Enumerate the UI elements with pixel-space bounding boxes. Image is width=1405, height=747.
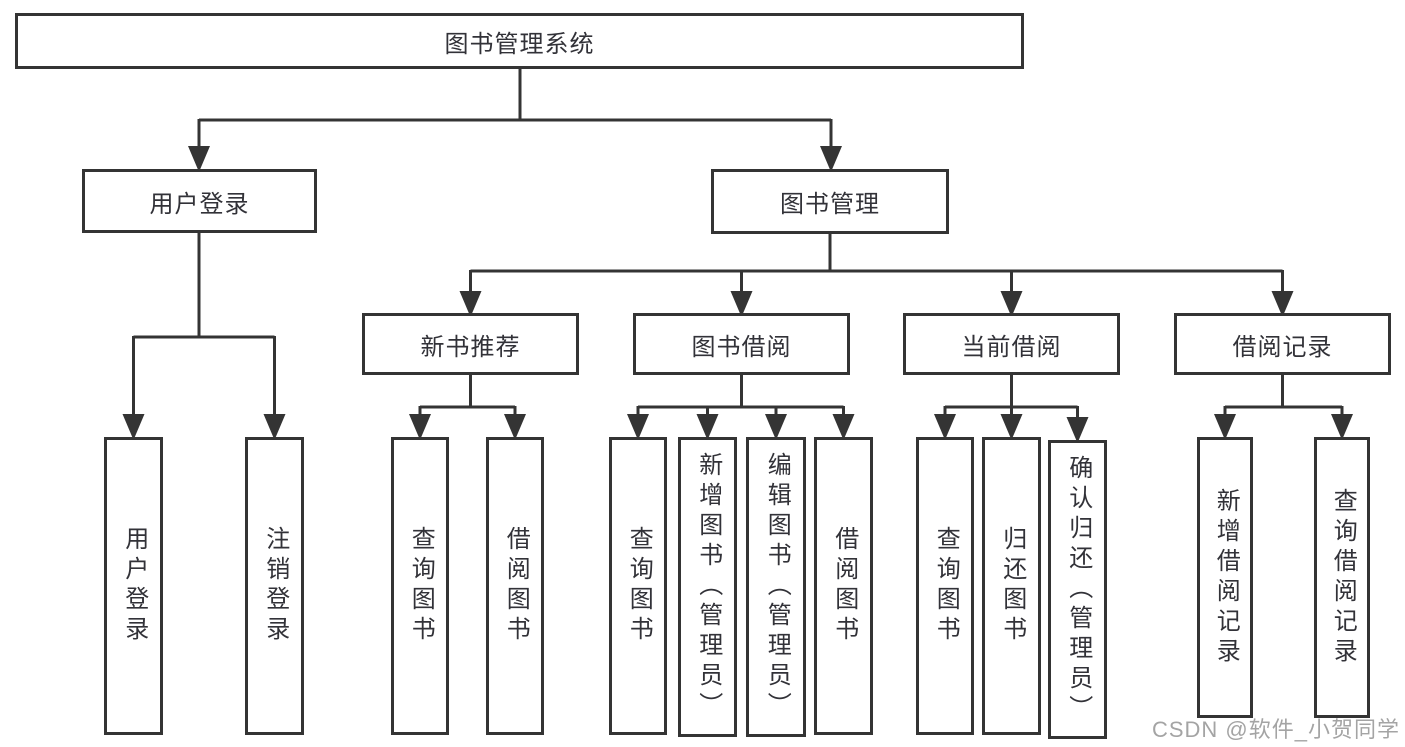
leaf-label: 归还图书: [998, 526, 1026, 646]
node-book-borrowing: 图书借阅: [633, 313, 850, 375]
arrowheads: [122, 146, 1353, 443]
leaf-edit-book-admin: 编辑图书（管理员）: [746, 437, 806, 737]
leaf-logout: 注销登录: [245, 437, 304, 735]
leaf-current-query-books: 查询图书: [916, 437, 974, 735]
leaf-newbook-query-books: 查询图书: [391, 437, 449, 735]
leaf-label: 编辑图书（管理员）: [763, 452, 791, 722]
leaf-borrowing-borrow-books: 借阅图书: [814, 437, 873, 735]
leaf-borrowing-query-books: 查询图书: [609, 437, 667, 735]
leaf-label: 查询图书: [625, 526, 653, 646]
leaf-label: 借阅图书: [830, 526, 858, 646]
leaf-label: 借阅图书: [502, 526, 530, 646]
leaf-newbook-borrow-books: 借阅图书: [486, 437, 544, 735]
leaf-confirm-return-admin: 确认归还（管理员）: [1048, 440, 1107, 739]
leaf-add-borrow-record: 新增借阅记录: [1197, 437, 1253, 718]
node-new-book-recommend: 新书推荐: [362, 313, 579, 375]
leaf-label: 确认归还（管理员）: [1064, 454, 1092, 725]
leaf-label: 查询借阅记录: [1329, 487, 1357, 668]
node-book-management: 图书管理: [711, 169, 949, 234]
leaf-label: 查询图书: [932, 526, 960, 646]
node-borrow-records: 借阅记录: [1174, 313, 1391, 375]
node-root-system: 图书管理系统: [15, 13, 1024, 69]
leaf-label: 新增图书（管理员）: [694, 452, 722, 722]
node-current-borrowing: 当前借阅: [903, 313, 1120, 375]
leaf-query-borrow-record: 查询借阅记录: [1314, 437, 1370, 718]
leaf-add-book-admin: 新增图书（管理员）: [678, 437, 737, 737]
node-user-login: 用户登录: [82, 169, 317, 233]
leaf-label: 用户登录: [120, 526, 148, 646]
leaf-label: 查询图书: [407, 526, 435, 646]
leaf-user-login: 用户登录: [104, 437, 163, 735]
leaf-label: 注销登录: [261, 526, 289, 646]
watermark: CSDN @软件_小贺同学: [1151, 717, 1400, 742]
leaf-label: 新增借阅记录: [1212, 487, 1240, 668]
leaf-return-books: 归还图书: [982, 437, 1041, 735]
